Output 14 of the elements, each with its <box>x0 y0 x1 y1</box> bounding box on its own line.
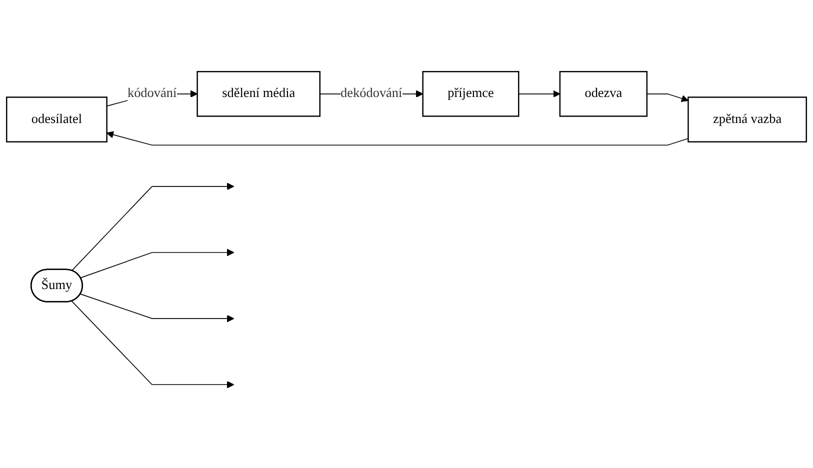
arrow <box>71 300 234 388</box>
arrow <box>80 293 234 322</box>
node-box: odesílatel <box>6 96 108 142</box>
edge-label: dekódování <box>340 86 402 100</box>
arrow <box>646 93 689 102</box>
arrow <box>71 182 234 271</box>
arrow <box>518 90 560 98</box>
edge-label: kódování <box>127 86 177 100</box>
node-box: odezva <box>559 70 648 116</box>
arrow <box>106 130 689 146</box>
node-box: příjemce <box>422 70 520 116</box>
arrow <box>80 248 234 278</box>
node-box: zpětná vazba <box>688 96 807 142</box>
node-box: sdělení média <box>196 70 320 116</box>
